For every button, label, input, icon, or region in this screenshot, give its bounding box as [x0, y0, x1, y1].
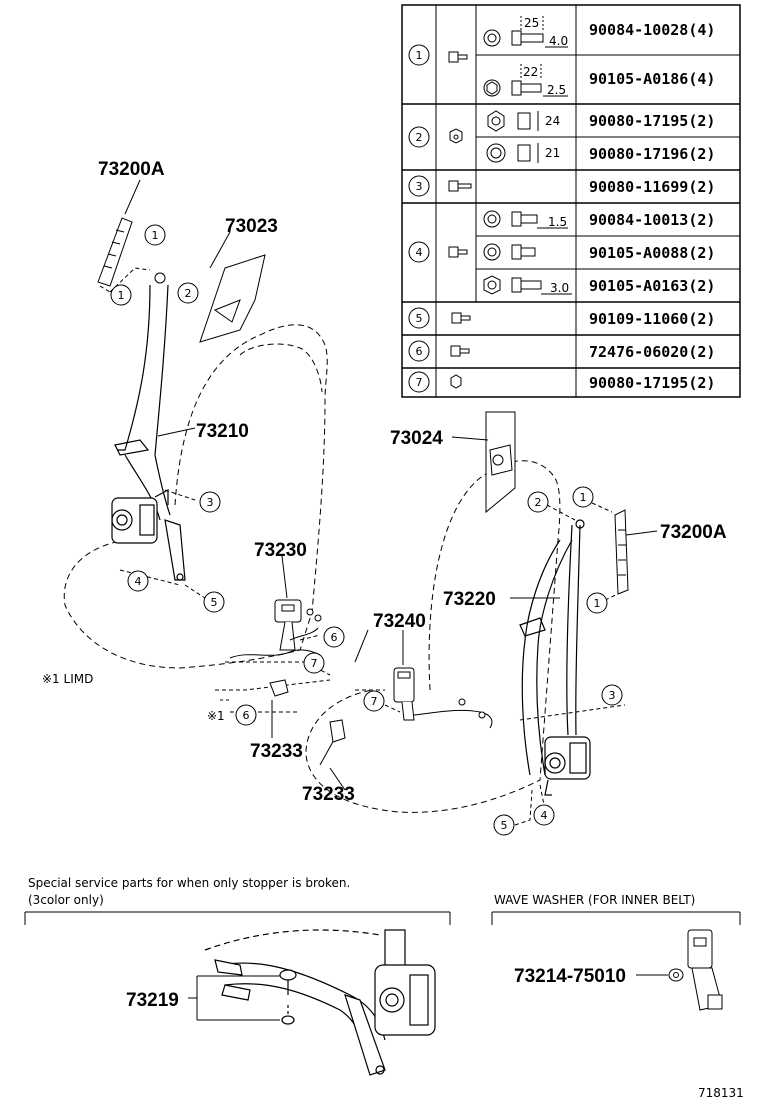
pillar-garnish-73023 — [199, 254, 266, 343]
label-73219: 73219 — [126, 990, 179, 1011]
callout-3: 3 — [207, 496, 214, 509]
part-number: 90084-10028(4) — [589, 21, 715, 39]
dim-4-0: 4.0 — [549, 34, 568, 48]
label-73200a-right: 73200A — [660, 522, 727, 543]
right-seat-outline — [305, 460, 561, 813]
special-service-section: Special service parts for when only stop… — [24, 876, 451, 1076]
part-number: 90080-17195(2) — [589, 374, 715, 392]
callout-7: 7 — [371, 695, 378, 708]
part-labels: 73200A 73023 73210 73230 73024 73200A 73… — [98, 159, 727, 805]
nut-icon-7 — [450, 374, 462, 389]
dim-24: 24 — [545, 114, 560, 128]
part-numbers: 90084-10028(4) 90105-A0186(4) 90080-1719… — [589, 21, 715, 392]
fastener-icons — [448, 51, 472, 389]
callout-1: 1 — [580, 491, 587, 504]
bolt-icon-5 — [451, 312, 471, 324]
callout-1: 1 — [118, 289, 125, 302]
wave-washer-section: WAVE WASHER (FOR INNER BELT) 73214-75010 — [491, 893, 741, 1011]
callout-2: 2 — [185, 287, 192, 300]
dim-21: 21 — [545, 146, 560, 160]
notes: ※1 LIMD ※1 — [42, 672, 225, 723]
dimension-labels: 25 4.0 22 2.5 24 21 1.5 3.0 — [523, 16, 569, 295]
fastener-detail-drawings — [483, 16, 572, 295]
buckle-73240 — [393, 667, 493, 729]
nut-icon-2 — [449, 128, 463, 144]
callout-1: 1 — [594, 597, 601, 610]
stopper-drawing — [204, 929, 436, 1076]
callout-5: 5 — [211, 596, 218, 609]
table-ref-2: 2 — [416, 131, 423, 144]
part-number: 90080-11699(2) — [589, 178, 715, 196]
pillar-garnish-73024 — [485, 411, 516, 514]
dim-1-5: 1.5 — [548, 215, 567, 229]
label-73233: 73233 — [250, 741, 303, 762]
part-number: 90105-A0163(2) — [589, 277, 715, 295]
note-star: ※1 — [207, 709, 225, 723]
left-seat-outline — [63, 324, 328, 669]
wave-washer-title: WAVE WASHER (FOR INNER BELT) — [494, 893, 695, 907]
label-73210: 73210 — [196, 421, 249, 442]
note-limd: ※1 LIMD — [42, 672, 93, 686]
part-number: 90105-A0088(2) — [589, 244, 715, 262]
callout-6: 6 — [243, 709, 250, 722]
label-73230: 73230 — [254, 540, 307, 561]
special-service-note: Special service parts for when only stop… — [28, 876, 350, 890]
callout-2: 2 — [535, 496, 542, 509]
label-73240: 73240 — [373, 611, 426, 632]
label-73200a-left: 73200A — [98, 159, 165, 180]
special-service-sub: (3color only) — [28, 893, 104, 907]
bolt-icon-3 — [448, 180, 472, 192]
trim-covers-73233 — [269, 679, 346, 743]
table-ref-3: 3 — [416, 180, 423, 193]
dim-25: 25 — [524, 16, 539, 30]
callout-4: 4 — [135, 575, 142, 588]
bolt-icon-6 — [450, 345, 470, 357]
table-ref-circles: 1 2 3 4 5 6 7 — [408, 44, 430, 393]
callouts-right: 2 1 1 3 7 4 5 — [363, 486, 623, 836]
callout-7: 7 — [311, 657, 318, 670]
front-seat-belt-right — [519, 519, 591, 796]
table-ref-5: 5 — [416, 312, 423, 325]
label-73023: 73023 — [225, 216, 278, 237]
label-73220: 73220 — [443, 589, 496, 610]
bolt-icon-4 — [448, 246, 468, 258]
label-73024: 73024 — [390, 428, 443, 449]
dim-3-0: 3.0 — [550, 281, 569, 295]
inner-belt-drawing — [668, 929, 723, 1011]
parts-table — [401, 4, 741, 398]
table-ref-4: 4 — [416, 246, 423, 259]
height-adjuster-right — [614, 509, 629, 595]
callout-3: 3 — [609, 689, 616, 702]
callouts-left: 1 1 2 3 4 5 6 7 6 — [110, 224, 345, 726]
label-73233: 73233 — [302, 784, 355, 805]
callout-6: 6 — [331, 631, 338, 644]
figure-id: 718131 — [698, 1086, 744, 1100]
part-number: 90080-17196(2) — [589, 145, 715, 163]
table-ref-6: 6 — [416, 345, 423, 358]
part-number: 90084-10013(2) — [589, 211, 715, 229]
buckle-73230 — [229, 599, 322, 659]
label-73214-75010: 73214-75010 — [514, 966, 626, 987]
bolt-icon-1 — [448, 51, 468, 63]
part-number: 90105-A0186(4) — [589, 70, 715, 88]
dim-22: 22 — [523, 65, 538, 79]
table-ref-1: 1 — [416, 49, 423, 62]
dim-2-5: 2.5 — [547, 83, 566, 97]
part-number: 72476-06020(2) — [589, 343, 715, 361]
table-ref-7: 7 — [416, 376, 423, 389]
part-number: 90109-11060(2) — [589, 310, 715, 328]
height-adjuster-left — [97, 217, 166, 287]
callout-5: 5 — [501, 819, 508, 832]
callout-1: 1 — [152, 229, 159, 242]
callout-4: 4 — [541, 809, 548, 822]
part-number: 90080-17195(2) — [589, 112, 715, 130]
front-seat-belt-left — [111, 284, 186, 581]
